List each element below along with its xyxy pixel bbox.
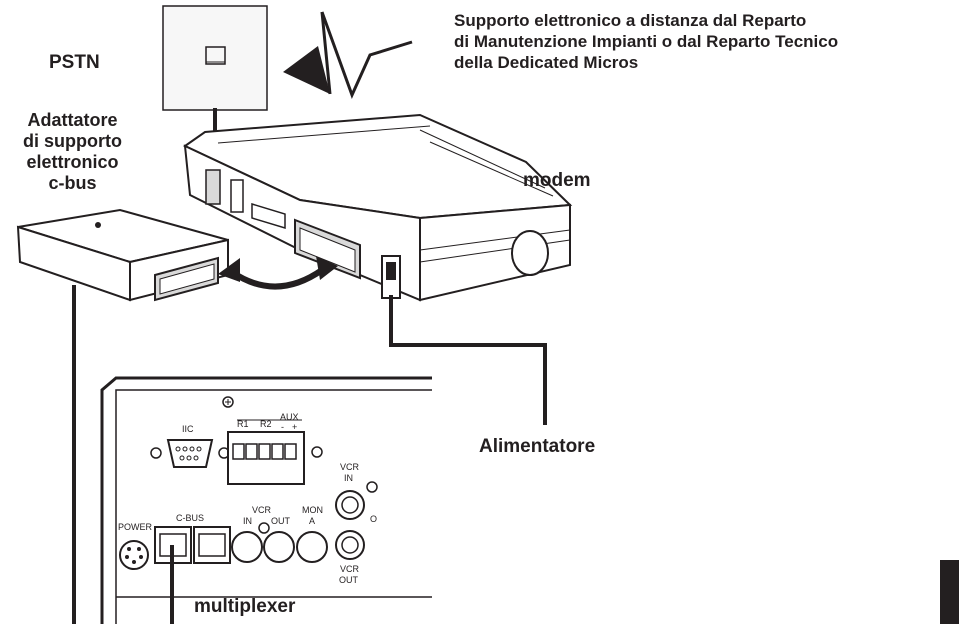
label-vcr-in-bottom: IN (344, 473, 353, 483)
page-edge-tab (940, 560, 959, 624)
adapter-line-2: di supporto (23, 131, 122, 151)
label-vcr-in-top: VCR (340, 462, 360, 472)
connect-double-arrow-icon (218, 256, 338, 290)
label-aux-plus: + (292, 422, 297, 432)
label-in-mid: IN (243, 516, 252, 526)
label-c-bus: C-BUS (176, 513, 204, 523)
lightning-bolt-icon (283, 11, 413, 99)
remote-support-line-2: di Manutenzione Impianti o dal Reparto T… (454, 32, 839, 51)
label-mon: MON (302, 505, 323, 515)
multiplexer-rear-panel (100, 376, 432, 624)
label-mon-a: A (309, 516, 315, 526)
label-multiplexer: multiplexer (194, 596, 296, 617)
label-aux-minus: - (281, 422, 284, 432)
remote-support-line-3: della Dedicated Micros (454, 53, 639, 72)
label-remote-support: Supporto elettronico a distanza dal Repa… (454, 10, 838, 73)
label-pstn: PSTN (49, 52, 100, 73)
label-power: POWER (118, 522, 153, 532)
c-bus-adapter-device (16, 208, 229, 302)
label-out-mid: OUT (271, 516, 291, 526)
label-o-mark: O (370, 514, 377, 524)
label-vcr-out-top: VCR (340, 564, 360, 574)
adapter-line-4: c-bus (48, 173, 97, 193)
label-vcr-mid: VCR (252, 505, 272, 515)
label-power-supply: Alimentatore (479, 436, 596, 457)
label-r1: R1 (237, 419, 249, 429)
power-cable (389, 295, 547, 425)
adapter-line-3: elettronico (26, 152, 119, 172)
adapter-line-1: Adattatore (27, 110, 118, 130)
label-iic: IIC (182, 424, 194, 434)
remote-support-line-1: Supporto elettronico a distanza dal Repa… (454, 11, 807, 30)
label-modem: modem (523, 170, 591, 191)
modem-device (183, 113, 573, 302)
label-aux: AUX (280, 412, 299, 422)
label-vcr-out-bottom: OUT (339, 575, 359, 585)
label-adapter: Adattatore di supporto elettronico c-bus (0, 110, 145, 194)
pstn-wall-socket (162, 5, 268, 111)
label-r2: R2 (260, 419, 272, 429)
